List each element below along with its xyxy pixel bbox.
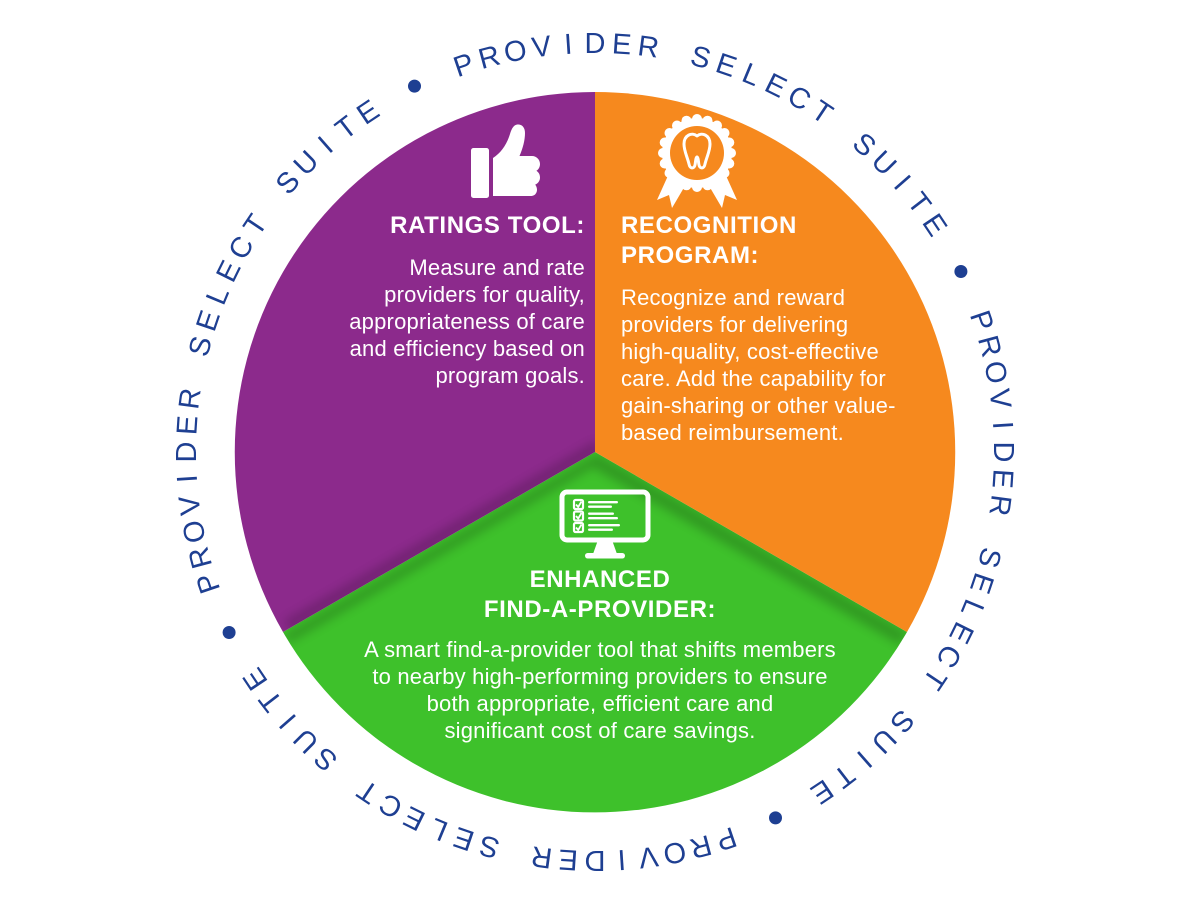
ring-letter: S [687, 40, 714, 76]
ring-letter: P [712, 820, 741, 857]
wedge-recognition [595, 91, 956, 632]
recognition-program-body: Recognize and reward providers for deliv… [621, 284, 981, 446]
ring-letter: P [190, 569, 227, 598]
ring-letter: R [686, 828, 715, 864]
ring-letter: V [636, 839, 660, 873]
ring-letter: R [475, 40, 504, 76]
ring-letter: V [530, 30, 554, 64]
ratings-tool-body: Measure and rate providers for quality, … [225, 254, 585, 389]
ring-letter: V [982, 387, 1016, 411]
ring-letter: O [977, 358, 1013, 386]
ring-letter: E [712, 47, 741, 84]
ring-letter: I [986, 420, 1018, 430]
ring-letter: D [987, 442, 1019, 463]
ring-letter: E [450, 820, 479, 857]
ring-letter: E [351, 94, 385, 131]
body-line: and efficiency based on [349, 336, 585, 361]
ring-letter: L [425, 811, 452, 847]
body-line: providers for quality, [384, 282, 585, 307]
ring-letter: R [173, 386, 207, 411]
ring-letter: S [971, 544, 1007, 571]
body-line: program goals. [435, 363, 585, 388]
heading-line: PROGRAM: [621, 242, 760, 269]
ring-letter: L [738, 57, 765, 93]
ring-letter: E [558, 843, 579, 876]
ring-letter: I [563, 29, 573, 61]
ring-letter: E [963, 569, 1000, 598]
heading-line: ENHANCED [529, 566, 671, 593]
ring-letter: V [173, 493, 207, 517]
ring-bullet [769, 811, 782, 825]
ring-letter: D [585, 28, 606, 60]
thumbs-up-icon [471, 124, 540, 198]
ring-letter: I [617, 843, 627, 875]
ring-letter: T [352, 773, 385, 810]
body-line: gain-sharing or other value- [621, 393, 896, 418]
find-a-provider-body: A smart find-a-provider tool that shifts… [290, 636, 910, 744]
ring-bullet [222, 626, 236, 639]
ring-bullet [954, 265, 968, 278]
ring-letter: E [986, 468, 1019, 489]
ratings-tool-block: RATINGS TOOL: Measure and rate providers… [225, 211, 585, 389]
body-line: significant cost of care savings. [444, 718, 756, 743]
body-line: A smart find-a-provider tool that shifts… [364, 637, 836, 662]
body-line: both appropriate, efficient care and [426, 691, 774, 716]
ring-letter: E [171, 415, 204, 436]
recognition-program-heading: RECOGNITION PROGRAM: [621, 211, 981, 271]
body-line: high-quality, cost-effective [621, 339, 879, 364]
heading-line: FIND-A-PROVIDER: [483, 596, 717, 623]
ring-letter: E [190, 307, 227, 336]
ring-letter: E [805, 773, 839, 810]
body-line: Measure and rate [409, 255, 585, 280]
ring-letter: O [501, 34, 529, 70]
body-line: to nearby high-performing providers to e… [372, 664, 828, 689]
heading-line: RECOGNITION [621, 212, 797, 239]
ring-letter: I [850, 744, 877, 773]
find-a-provider-heading: ENHANCED FIND-A-PROVIDER: [290, 565, 910, 625]
recognition-program-block: RECOGNITION PROGRAM: Recognize and rewar… [621, 211, 981, 446]
ring-letter: O [660, 834, 688, 870]
body-line: providers for delivering [621, 312, 849, 337]
body-line: Recognize and reward [621, 285, 846, 310]
ring-letter: I [312, 131, 339, 160]
ring-letter: T [805, 95, 838, 132]
ring-letter: I [887, 169, 916, 196]
ring-letter: I [172, 474, 204, 484]
ring-letter: R [529, 839, 554, 873]
ring-letter: T [916, 662, 953, 695]
ring-letter: R [982, 493, 1016, 518]
ring-letter: D [585, 844, 606, 876]
wedge-find-a-provider [283, 452, 907, 813]
ring-letter: D [171, 442, 203, 463]
ring-letter: R [636, 30, 661, 64]
ring-letter: O [177, 517, 213, 545]
tooth-award-icon [657, 114, 737, 208]
ratings-tool-heading: RATINGS TOOL: [390, 212, 585, 239]
ring-letter: E [611, 28, 632, 61]
find-a-provider-block: ENHANCED FIND-A-PROVIDER: A smart find-a… [290, 565, 910, 744]
ring-letter: L [954, 595, 990, 622]
pie-wedges [234, 91, 956, 813]
body-line: based reimbursement. [621, 420, 844, 445]
ring-letter: S [183, 333, 219, 360]
body-line: appropriateness of care [349, 309, 585, 334]
ring-letter: S [476, 828, 503, 864]
ring-bullet [408, 79, 421, 93]
ring-letter: P [450, 47, 479, 84]
ring-letter: R [183, 543, 219, 572]
checklist-monitor-icon [559, 489, 651, 559]
ring-letter: E [237, 662, 274, 696]
body-line: care. Add the capability for [621, 366, 886, 391]
